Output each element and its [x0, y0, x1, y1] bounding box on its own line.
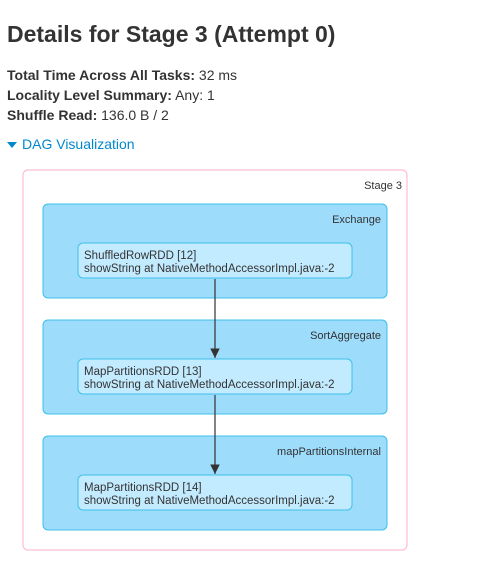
- summary-item-total-time: Total Time Across All Tasks: 32 ms: [7, 65, 237, 85]
- rdd-node-name: ShuffledRowRDD [12]: [84, 250, 196, 262]
- cluster-label: SortAggregate: [310, 330, 381, 342]
- rdd-node[interactable]: [77, 358, 353, 395]
- dag-visualization-toggle[interactable]: DAG Visualization: [7, 135, 135, 153]
- cluster-exchange: Exchange ShuffledRowRDD [12] showString …: [42, 203, 388, 299]
- cluster-label: Exchange: [332, 214, 381, 226]
- stage-summary-list: Total Time Across All Tasks: 32 ms Local…: [7, 65, 237, 125]
- summary-value: Any: 1: [175, 87, 215, 103]
- summary-value: 136.0 B / 2: [101, 107, 169, 123]
- rdd-node-callsite: showString at NativeMethodAccessorImpl.j…: [84, 495, 335, 507]
- rdd-node[interactable]: [77, 474, 353, 511]
- rdd-node-callsite: showString at NativeMethodAccessorImpl.j…: [84, 379, 335, 391]
- rdd-node[interactable]: [77, 242, 353, 279]
- summary-key: Total Time Across All Tasks:: [7, 67, 196, 83]
- rdd-node-name: MapPartitionsRDD [13]: [84, 366, 202, 378]
- summary-item-locality: Locality Level Summary: Any: 1: [7, 85, 237, 105]
- caret-down-icon: [7, 141, 17, 148]
- cluster-mappartitionsinternal: mapPartitionsInternal MapPartitionsRDD […: [42, 435, 388, 531]
- stage-cluster-label: Stage 3: [364, 180, 402, 192]
- dag-toggle-label: DAG Visualization: [22, 136, 135, 152]
- cluster-sortaggregate: SortAggregate MapPartitionsRDD [13] show…: [42, 319, 388, 415]
- page-title: Details for Stage 3 (Attempt 0): [7, 21, 336, 47]
- rdd-node-callsite: showString at NativeMethodAccessorImpl.j…: [84, 263, 335, 275]
- summary-item-shuffle-read: Shuffle Read: 136.0 B / 2: [7, 105, 237, 125]
- summary-key: Shuffle Read:: [7, 107, 98, 123]
- rdd-node-name: MapPartitionsRDD [14]: [84, 482, 202, 494]
- summary-value: 32 ms: [198, 67, 238, 83]
- summary-key: Locality Level Summary:: [7, 87, 172, 103]
- cluster-label: mapPartitionsInternal: [277, 446, 381, 458]
